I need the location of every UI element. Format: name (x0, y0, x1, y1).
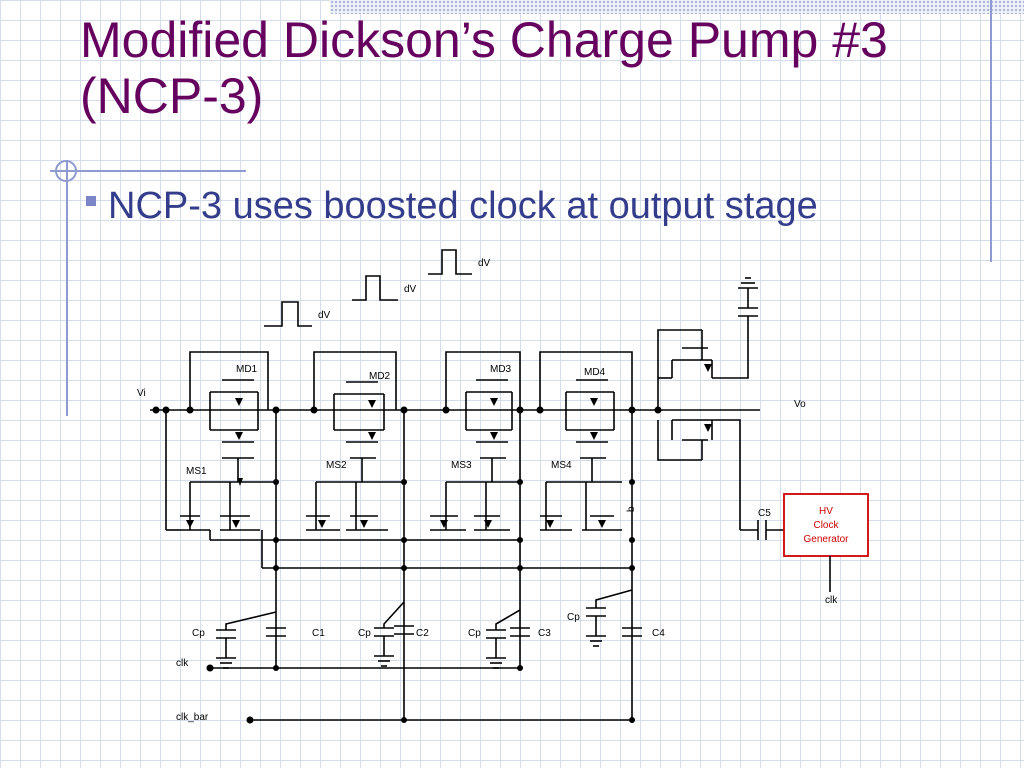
stage-2-transistors (306, 351, 404, 531)
frame-line-right (990, 0, 992, 262)
cap-label-3: C3 (538, 628, 551, 639)
parasitic-label-1: Cp (192, 628, 205, 639)
clk-bar-label: clk_bar (176, 712, 209, 723)
diode-label-3: MD3 (490, 364, 512, 375)
switch-label-2: MS2 (326, 460, 347, 471)
clock-pulse-2 (352, 275, 398, 301)
diode-label-1: MD1 (236, 364, 258, 375)
hv-clk-label: clk (825, 595, 838, 606)
junction-dots (152, 406, 662, 723)
parasitic-label-4: Cp (567, 612, 580, 623)
header-stripe (330, 0, 1024, 14)
slide-title: Modified Dickson’s Charge Pump #3 (NCP-3… (80, 12, 888, 124)
output-capacitor (740, 520, 784, 540)
stage-1-transistors (180, 351, 276, 531)
output-label: Vo (794, 399, 806, 410)
pulse-label-2: dV (404, 284, 417, 295)
stage-4-transistors (539, 351, 633, 531)
frame-line-left (66, 160, 68, 416)
pump-capacitors (266, 625, 642, 637)
pulse-label-1: dV (318, 310, 331, 321)
switch-label-1: MS1 (186, 466, 207, 477)
output-cap-label: C5 (758, 508, 771, 519)
cap-label-4: C4 (652, 628, 665, 639)
clock-pulse-1 (264, 301, 312, 327)
clock-pulse-3 (428, 249, 472, 275)
diode-label-2: MD2 (369, 371, 391, 382)
pulse-label-3: dV (478, 258, 491, 269)
hv-block-line-3: Generator (803, 534, 849, 545)
input-label: Vi (137, 388, 146, 399)
diode-label-4: MD4 (584, 367, 606, 378)
supply-capacitor (738, 277, 758, 317)
output-stage-transistors (657, 316, 749, 530)
parasitic-capacitors (216, 589, 633, 669)
hv-block-line-1: HV (819, 506, 833, 517)
cap-label-1: C1 (312, 628, 325, 639)
bullet-square-icon (86, 196, 96, 206)
stage-3-transistors (430, 351, 521, 531)
parasitic-label-3: Cp (468, 628, 481, 639)
cap-label-2: C2 (416, 628, 429, 639)
frame-line-horizontal (50, 170, 246, 172)
frame-ring-ornament (55, 160, 77, 182)
hv-block-line-2: Clock (813, 520, 839, 531)
parasitic-label-2: Cp (358, 628, 371, 639)
slide-subtitle: NCP-3 uses boosted clock at output stage (108, 185, 818, 227)
switch-label-3: MS3 (451, 460, 472, 471)
switch-label-4: MS4 (551, 460, 572, 471)
hv-clock-generator-block: HV Clock Generator (783, 493, 869, 557)
clk-label: clk (176, 658, 189, 669)
